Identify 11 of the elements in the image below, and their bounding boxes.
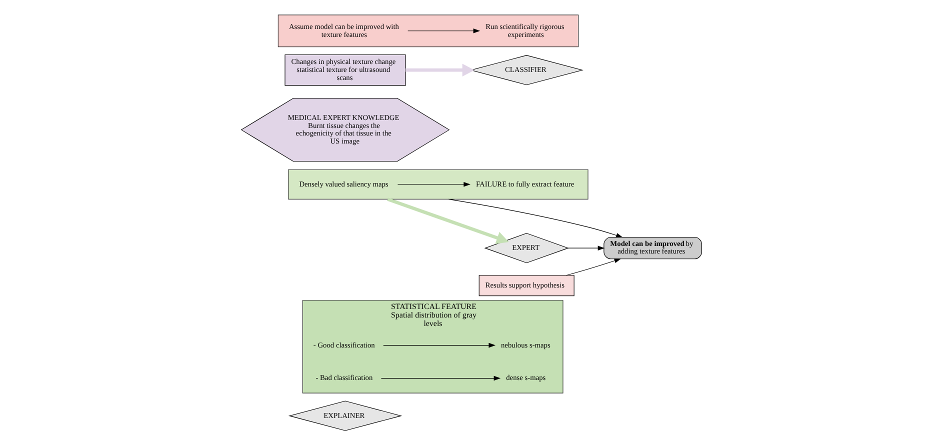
arrow (406, 64, 475, 76)
arrow (380, 376, 501, 381)
cluster (288, 169, 588, 200)
arrow (566, 258, 622, 276)
arrow (568, 246, 605, 250)
arrow (408, 28, 480, 34)
arrow (387, 198, 509, 244)
arrow (448, 198, 623, 238)
cluster (278, 14, 579, 48)
arrow (383, 342, 496, 348)
arrow (397, 182, 470, 187)
